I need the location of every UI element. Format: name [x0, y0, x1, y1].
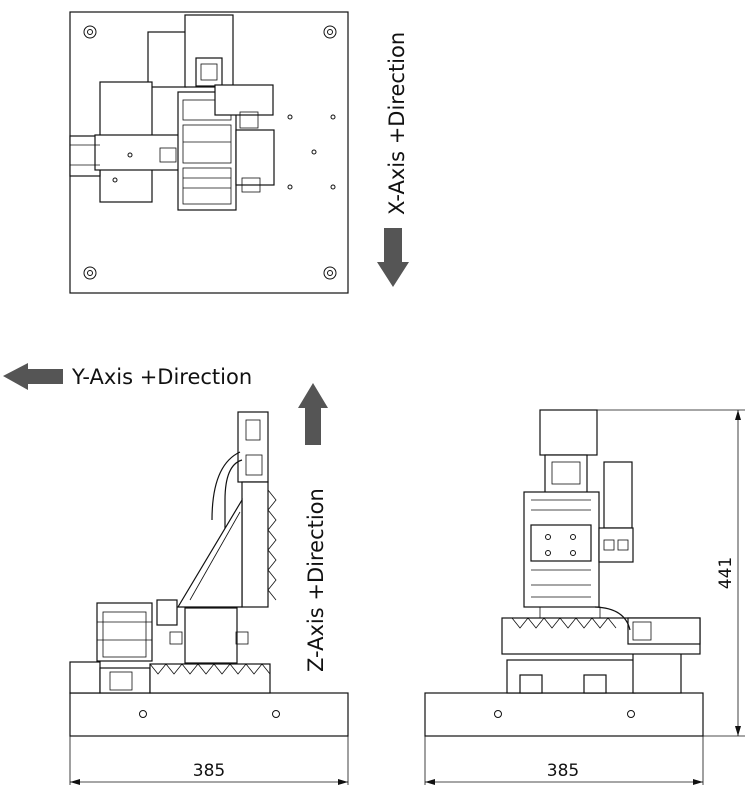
front-view	[69, 411, 349, 737]
x-axis-arrow	[377, 228, 409, 287]
side-width-label: 385	[547, 761, 579, 781]
y-axis-label: Y-Axis +Direction	[71, 365, 252, 389]
top-view-mechanism	[69, 14, 275, 211]
side-height-label: 441	[716, 557, 736, 589]
front-width-dimension: 385	[69, 736, 349, 785]
side-height-dimension: 441	[597, 409, 745, 737]
side-view	[424, 409, 704, 737]
y-axis-arrow	[3, 363, 63, 390]
top-view-small-holes	[287, 114, 336, 190]
top-view	[69, 11, 349, 294]
side-width-dimension: 385	[424, 736, 704, 785]
top-view-corner-holes	[83, 25, 337, 280]
z-axis-label: Z-Axis +Direction	[304, 488, 328, 672]
x-axis-indicator: X-Axis +Direction	[377, 32, 409, 287]
y-axis-indicator: Y-Axis +Direction	[3, 363, 252, 390]
z-axis-arrow	[298, 383, 328, 445]
z-axis-indicator: Z-Axis +Direction	[298, 383, 328, 672]
front-view-base	[69, 692, 349, 737]
x-axis-label: X-Axis +Direction	[385, 32, 409, 215]
side-view-base	[424, 692, 704, 737]
front-width-label: 385	[193, 761, 225, 781]
